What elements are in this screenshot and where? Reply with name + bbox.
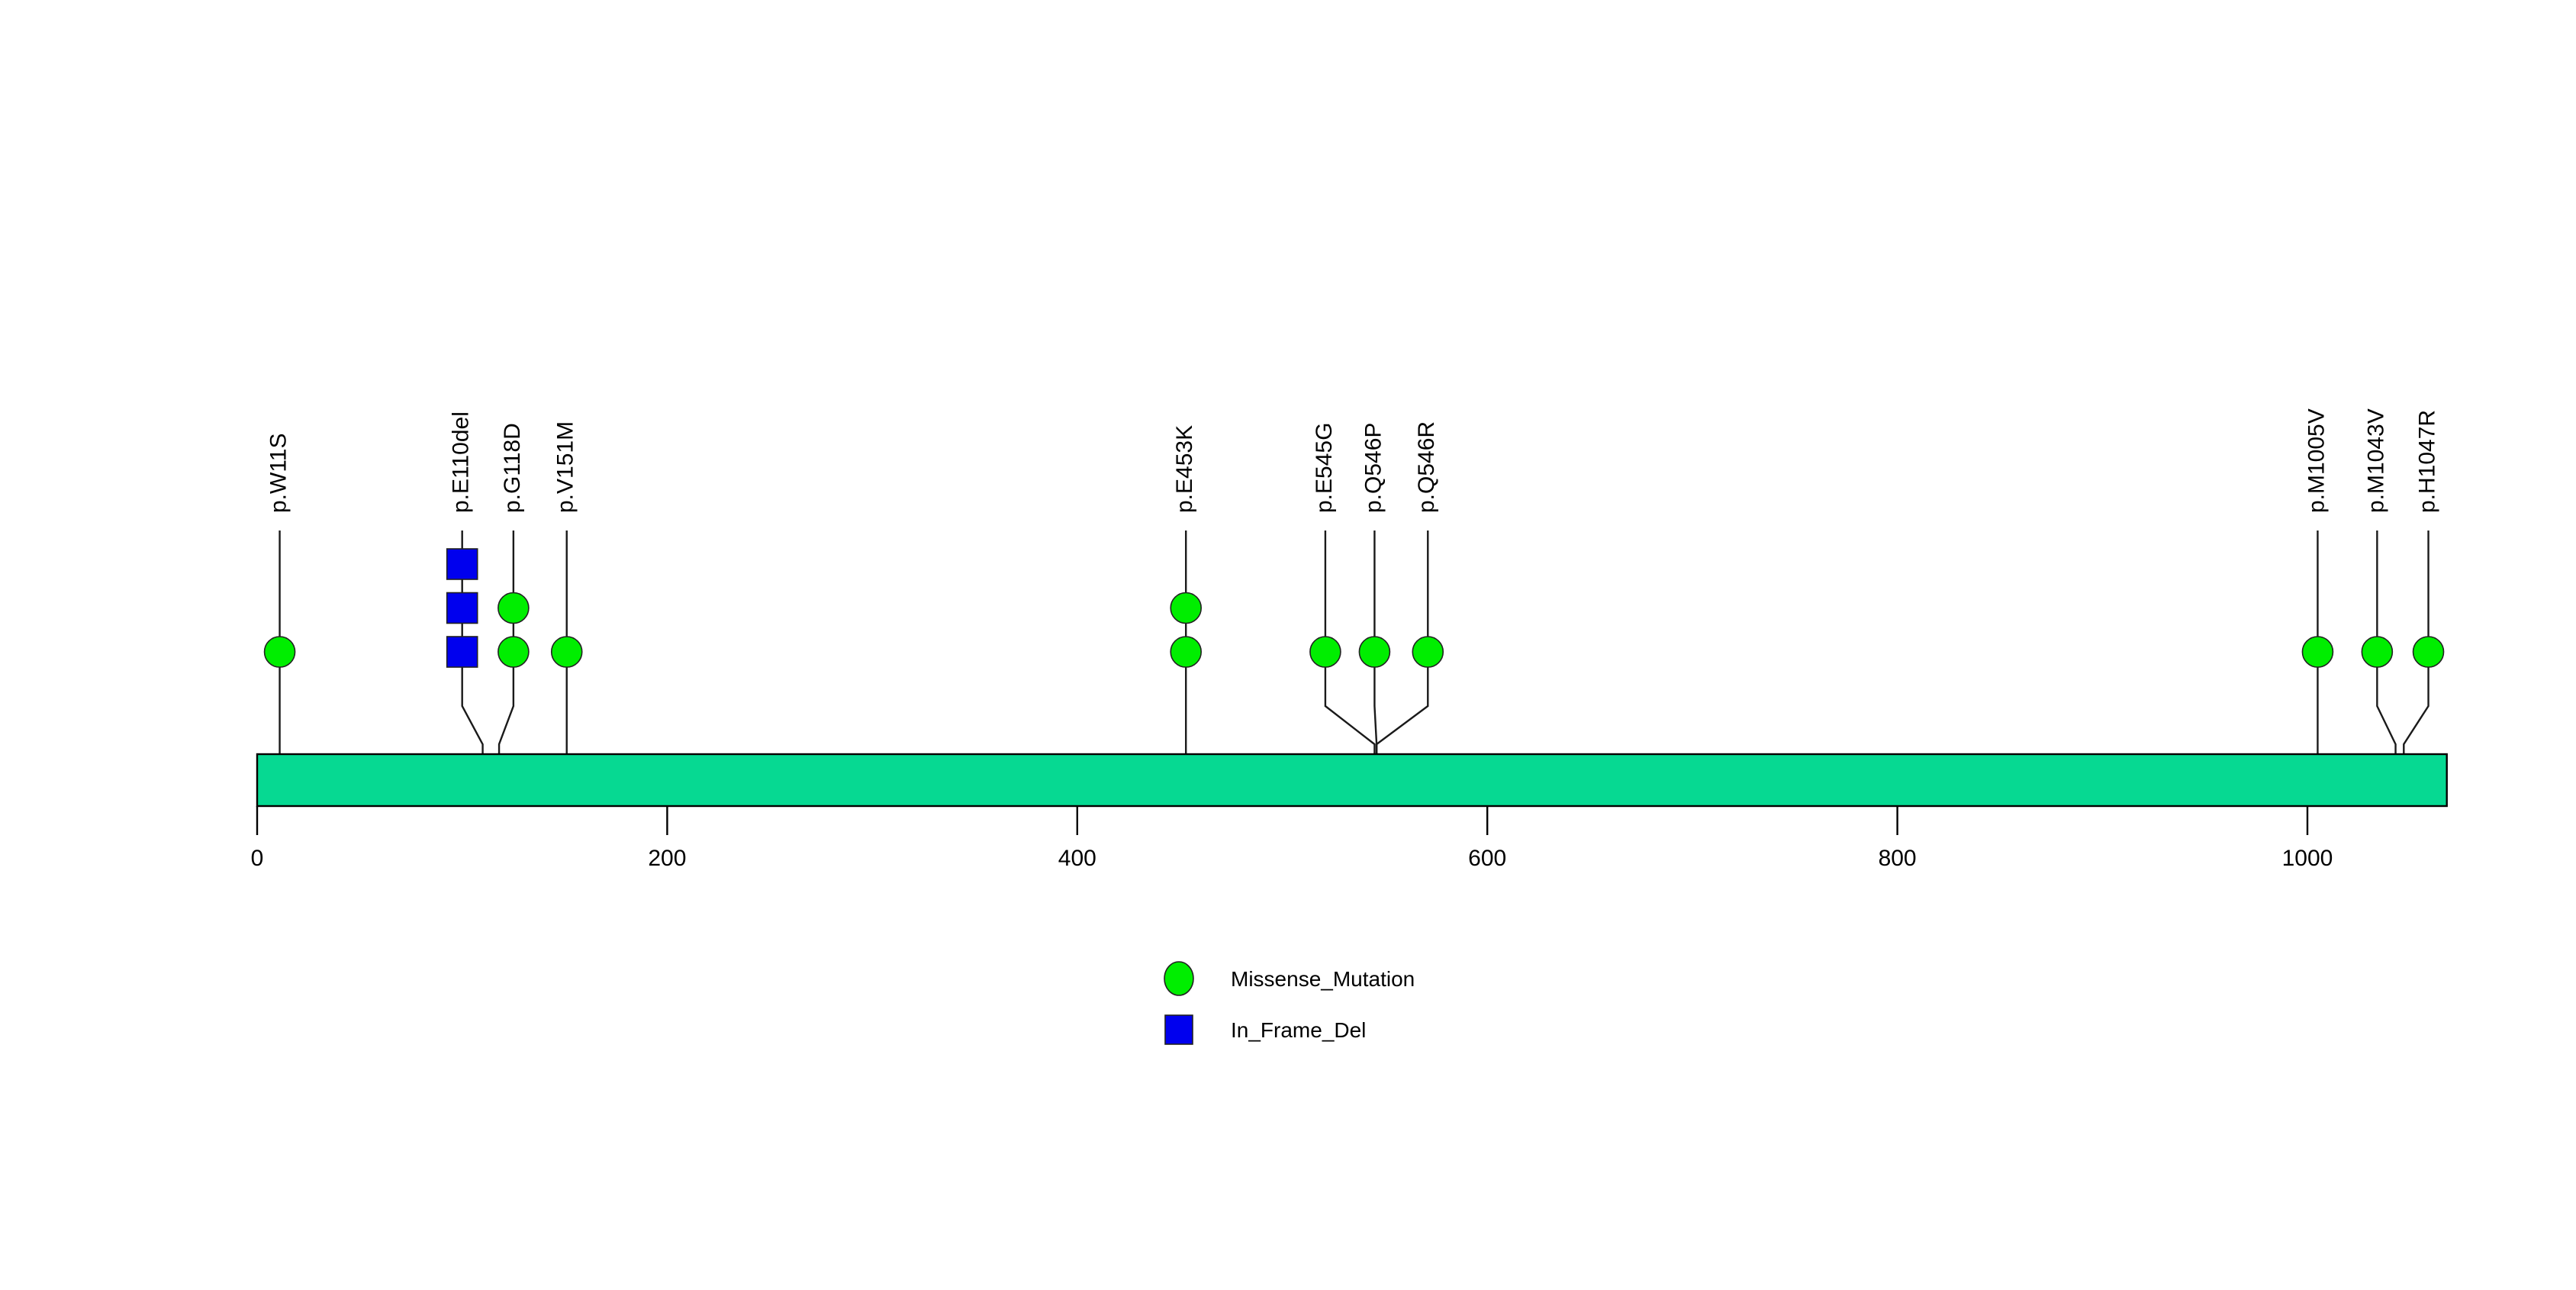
mutation-label: p.G118D bbox=[500, 423, 525, 513]
mutation-label: p.M1043V bbox=[2363, 408, 2388, 513]
lollipop-marker-square[interactable] bbox=[446, 592, 478, 624]
lollipop-marker-circle[interactable] bbox=[1412, 636, 1444, 668]
lollipop-marker-square[interactable] bbox=[446, 548, 478, 580]
protein-backbone-group bbox=[256, 753, 2448, 808]
lollipop-marker-circle[interactable] bbox=[1170, 592, 1203, 624]
lollipop-marker-circle[interactable] bbox=[2301, 636, 2334, 668]
lollipop-marker-circle[interactable] bbox=[497, 636, 530, 668]
legend-swatch-circle bbox=[1164, 961, 1194, 996]
mutation-label: p.Q546R bbox=[1414, 421, 1439, 513]
x-axis: 0 200 400 600 800 1000 bbox=[251, 806, 2333, 871]
mutation-label: p.V151M bbox=[553, 421, 578, 513]
lollipop-marker-circle[interactable] bbox=[263, 636, 296, 668]
axis-tick-label: 0 bbox=[251, 846, 264, 871]
lollipop-marker-circle[interactable] bbox=[2361, 636, 2394, 668]
lollipop-marker-circle[interactable] bbox=[550, 636, 583, 668]
mutation-label: p.E110del bbox=[449, 411, 474, 513]
lollipop-marker-circle[interactable] bbox=[1358, 636, 1391, 668]
lollipop-marker-circle[interactable] bbox=[1309, 636, 1341, 668]
legend-swatch-square bbox=[1164, 1014, 1193, 1045]
mutation-label: p.Q546P bbox=[1360, 423, 1386, 513]
mutation-labels: p.W11S p.E110del p.G118D p.V151M p.E453K p.E5… bbox=[266, 408, 2439, 513]
lollipop-marker-square[interactable] bbox=[446, 636, 478, 668]
lollipop-markers bbox=[263, 548, 2445, 668]
axis-tick-label: 600 bbox=[1468, 846, 1506, 871]
mutation-label: p.W11S bbox=[266, 434, 291, 514]
lollipop-marker-circle[interactable] bbox=[2412, 636, 2445, 668]
mutation-label: p.E545G bbox=[1312, 423, 1337, 513]
axis-tick-label: 200 bbox=[648, 846, 686, 871]
lollipop-marker-circle[interactable] bbox=[497, 592, 530, 624]
lollipop-marker-circle[interactable] bbox=[1170, 636, 1203, 668]
mutation-label: p.M1005V bbox=[2304, 408, 2329, 513]
axis-tick-label: 400 bbox=[1058, 846, 1096, 871]
mutation-label: p.H1047R bbox=[2414, 410, 2439, 513]
mutation-label: p.E453K bbox=[1172, 425, 1197, 513]
axis-tick-label: 800 bbox=[1879, 846, 1917, 871]
legend-label: In_Frame_Del bbox=[1231, 1018, 1366, 1042]
protein-domain-0 bbox=[256, 753, 2448, 808]
axis-tick-label: 1000 bbox=[2282, 846, 2333, 871]
legend-label: Missense_Mutation bbox=[1231, 967, 1415, 991]
